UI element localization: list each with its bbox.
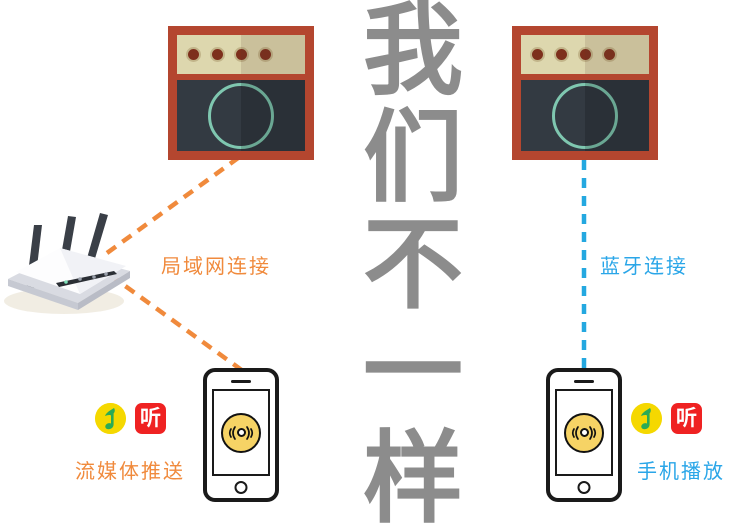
left-phone-screen bbox=[212, 389, 270, 476]
kugou-ting-app-icon[interactable]: 听 bbox=[671, 403, 702, 434]
left-speaker-control-panel bbox=[177, 35, 305, 74]
left-speaker-grill bbox=[177, 80, 305, 151]
music-disc-icon bbox=[221, 412, 261, 453]
right-speaker-grill bbox=[521, 80, 649, 151]
left-app-icon-group: 听 bbox=[95, 403, 166, 434]
phone-home-button[interactable] bbox=[577, 481, 591, 494]
speaker-knob-icon bbox=[578, 47, 593, 62]
center-slogan: 我 们 不 一 样 bbox=[352, 0, 474, 530]
left-smartphone bbox=[203, 368, 279, 502]
streaming-push-label: 流媒体推送 bbox=[75, 459, 185, 483]
speaker-knob-icon bbox=[530, 47, 545, 62]
speaker-knob-icon bbox=[186, 47, 201, 62]
speaker-cone-icon bbox=[208, 82, 274, 149]
speaker-knob-icon bbox=[210, 47, 225, 62]
right-phone-screen bbox=[555, 389, 613, 476]
speaker-cone-icon bbox=[552, 82, 618, 149]
phone-earpiece-icon bbox=[231, 380, 251, 383]
wifi-router-icon bbox=[2, 186, 142, 316]
phone-home-button[interactable] bbox=[234, 481, 248, 494]
qq-music-app-icon[interactable] bbox=[95, 403, 126, 434]
bluetooth-connection-label: 蓝牙连接 bbox=[600, 254, 688, 278]
slogan-char: 样 bbox=[363, 420, 463, 530]
sound-wave-left-icon bbox=[571, 425, 579, 440]
right-speaker-amp bbox=[512, 26, 658, 160]
sound-wave-left-icon bbox=[228, 425, 236, 440]
right-app-icon-group: 听 bbox=[631, 403, 702, 434]
speaker-knob-icon bbox=[234, 47, 249, 62]
kugou-ting-app-icon[interactable]: 听 bbox=[135, 403, 166, 434]
right-speaker-body bbox=[521, 35, 649, 151]
disc-center-hole bbox=[236, 428, 246, 437]
disc-center-hole bbox=[579, 428, 589, 437]
slogan-char: 们 bbox=[363, 99, 463, 216]
right-speaker-control-panel bbox=[521, 35, 649, 74]
sound-wave-right-icon bbox=[246, 425, 254, 440]
speaker-knob-icon bbox=[602, 47, 617, 62]
speaker-knob-icon bbox=[554, 47, 569, 62]
speaker-knob-icon bbox=[258, 47, 273, 62]
left-speaker-body bbox=[177, 35, 305, 151]
right-smartphone bbox=[546, 368, 622, 502]
phone-earpiece-icon bbox=[574, 380, 594, 383]
sound-wave-right-icon bbox=[589, 425, 597, 440]
slogan-char: 我 bbox=[363, 0, 463, 109]
slogan-char: 不 bbox=[363, 206, 463, 323]
phone-playback-label: 手机播放 bbox=[637, 459, 725, 483]
slogan-char: 一 bbox=[363, 313, 463, 430]
lan-connection-label: 局域网连接 bbox=[161, 254, 271, 278]
left-speaker-amp bbox=[168, 26, 314, 160]
music-disc-icon bbox=[564, 412, 604, 453]
qq-music-app-icon[interactable] bbox=[631, 403, 662, 434]
